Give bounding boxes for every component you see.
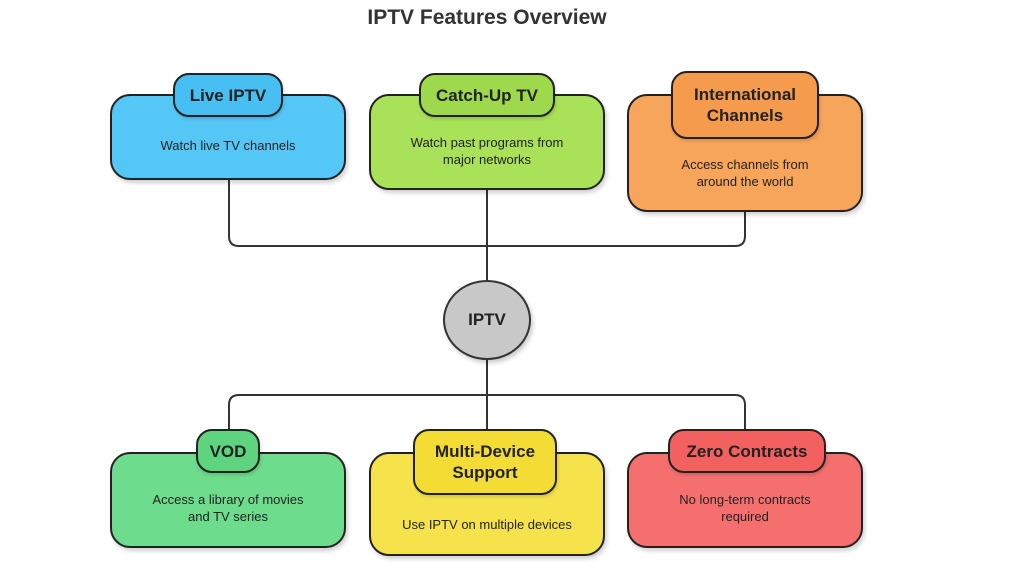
feature-description: Use IPTV on multiple devices <box>402 517 572 532</box>
feature-title-international-channels: International Channels <box>671 71 819 139</box>
center-node-iptv: IPTV <box>443 280 531 360</box>
feature-card-catch-up-tv: Watch past programs from major networks <box>369 94 605 190</box>
feature-description: Access a library of movies and TV series <box>152 492 304 524</box>
feature-title-catch-up-tv: Catch-Up TV <box>419 73 555 117</box>
feature-title-live-iptv: Live IPTV <box>173 73 283 117</box>
feature-title-multi-device-support: Multi-Device Support <box>413 429 557 495</box>
feature-description: Watch past programs from major networks <box>410 135 564 167</box>
feature-title-zero-contracts: Zero Contracts <box>668 429 826 473</box>
feature-card-zero-contracts: No long-term contracts required <box>627 452 863 548</box>
feature-card-live-iptv: Watch live TV channels <box>110 94 346 180</box>
feature-description: No long-term contracts required <box>679 492 811 524</box>
feature-description: Access channels from around the world <box>681 157 809 189</box>
diagram-title: IPTV Features Overview <box>367 6 607 29</box>
center-node-label: IPTV <box>468 310 506 329</box>
feature-description: Watch live TV channels <box>160 138 296 153</box>
feature-title-vod: VOD <box>196 429 260 473</box>
